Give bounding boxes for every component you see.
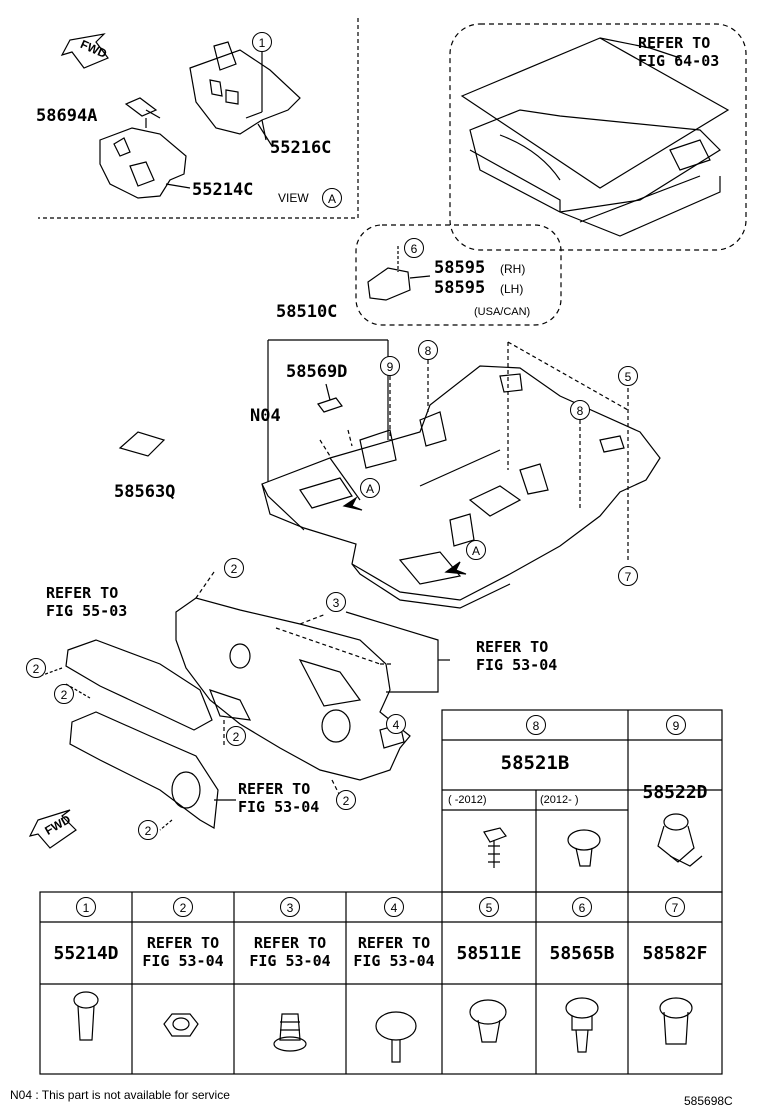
- table-bottom-part-4: REFER TO FIG 53-04: [353, 934, 435, 970]
- callout-8-b: 8: [570, 400, 590, 420]
- table-bottom-part-3: REFER TO FIG 53-04: [249, 934, 331, 970]
- footer-note: N04 : This part is not available for ser…: [10, 1088, 230, 1102]
- lh-label: (LH): [500, 282, 524, 296]
- table-bottom-part-5: 58511E: [456, 943, 522, 964]
- clip-icon-58522D: [657, 813, 703, 867]
- dash-insulator-lower: [69, 711, 219, 831]
- callout-5: 5: [618, 366, 638, 386]
- view-a-marker-2: A: [466, 540, 486, 560]
- callout-2-b: 2: [26, 658, 46, 678]
- table-bottom-number-5: 5: [479, 897, 499, 917]
- view-a-circle: A: [322, 188, 342, 208]
- table-bottom-grid: [39, 891, 723, 1075]
- table-9-part: 58522D: [642, 782, 708, 803]
- part-58595-lh: 58595: [434, 278, 486, 298]
- refer-fig-53-04-b: REFER TO FIG 53-04: [238, 780, 320, 816]
- clip-icon-3: [273, 1013, 307, 1052]
- view-a-label: VIEW: [278, 191, 309, 205]
- callout-9: 9: [380, 356, 400, 376]
- callout-7: 7: [618, 566, 638, 586]
- table-8-sub-old: ( -2012): [448, 794, 487, 806]
- table-bottom-number-2: 2: [173, 897, 193, 917]
- callout-8-a: 8: [418, 340, 438, 360]
- callout-2-e: 2: [336, 790, 356, 810]
- table-bottom-part-2: REFER TO FIG 53-04: [142, 934, 224, 970]
- part-58595-rh: 58595: [434, 258, 486, 278]
- table-bottom-number-3: 3: [280, 897, 300, 917]
- cargo-mat-drawing: [460, 37, 730, 237]
- clip-icon-58582F: [659, 997, 693, 1045]
- rh-label: (RH): [500, 262, 526, 276]
- callout-2-a: 2: [224, 558, 244, 578]
- refer-fig-55-03: REFER TO FIG 55-03: [46, 584, 128, 620]
- refer-fig-53-04-a: REFER TO FIG 53-04: [476, 638, 558, 674]
- part-58510C: 58510C: [276, 302, 338, 322]
- nut-icon-2: [163, 1013, 199, 1037]
- clip-icon-55214D: [73, 991, 99, 1041]
- clip-icon-58511E: [469, 999, 507, 1043]
- usa-can-label: (USA/CAN): [474, 306, 531, 318]
- clip-icon-4: [375, 1011, 417, 1063]
- table-8-part: 58521B: [500, 752, 570, 774]
- clip-icon-58565B: [565, 997, 599, 1053]
- table-bottom-part-6: 58565B: [549, 943, 615, 964]
- callout-2-f: 2: [138, 820, 158, 840]
- table-bottom-number-4: 4: [384, 897, 404, 917]
- part-58563Q-drawing: [118, 431, 166, 457]
- part-58569D: 58569D: [286, 362, 348, 382]
- callout-2-d: 2: [226, 726, 246, 746]
- view-a-marker-1: A: [360, 478, 380, 498]
- diagram-code: 585698C: [684, 1094, 733, 1108]
- part-55214C: 55214C: [192, 180, 254, 200]
- table-bottom-number-1: 1: [76, 897, 96, 917]
- table-bottom-number-7: 7: [665, 897, 685, 917]
- part-55216C: 55216C: [270, 138, 332, 158]
- part-55216C-drawing: [189, 41, 301, 141]
- fwd-arrow-bottom: [28, 809, 77, 849]
- view-a-frame: [38, 18, 359, 219]
- callout-2-c: 2: [54, 684, 74, 704]
- part-55214C-drawing: [99, 118, 187, 199]
- panel-58595-frame: [355, 224, 562, 326]
- table-9-number: 9: [666, 715, 686, 735]
- part-58595-drawing: [367, 246, 411, 301]
- callout-4: 4: [386, 714, 406, 734]
- refer-fig-64-03: REFER TO FIG 64-03: [638, 34, 720, 70]
- table-bottom-part-7: 58582F: [642, 943, 708, 964]
- clip-icon-58521B-old: [483, 827, 507, 868]
- part-58694A: 58694A: [36, 106, 98, 126]
- table-bottom-part-1: 55214D: [53, 943, 119, 964]
- callout-6: 6: [404, 238, 424, 258]
- table-bottom-number-6: 6: [572, 897, 592, 917]
- table-8-number: 8: [526, 715, 546, 735]
- dash-panel-main: [175, 597, 411, 781]
- dash-insulator-upper: [39, 639, 213, 731]
- n04-label: N04: [250, 406, 281, 426]
- fwd-arrow-top: [60, 33, 109, 69]
- floor-carpet-drawing: [261, 365, 661, 609]
- callout-3: 3: [326, 592, 346, 612]
- table-8-sub-new: (2012- ): [540, 794, 579, 806]
- callout-1: 1: [252, 32, 272, 52]
- cargo-mat-frame: [449, 23, 747, 251]
- part-58563Q: 58563Q: [114, 482, 176, 502]
- clip-icon-58521B-new: [567, 829, 601, 867]
